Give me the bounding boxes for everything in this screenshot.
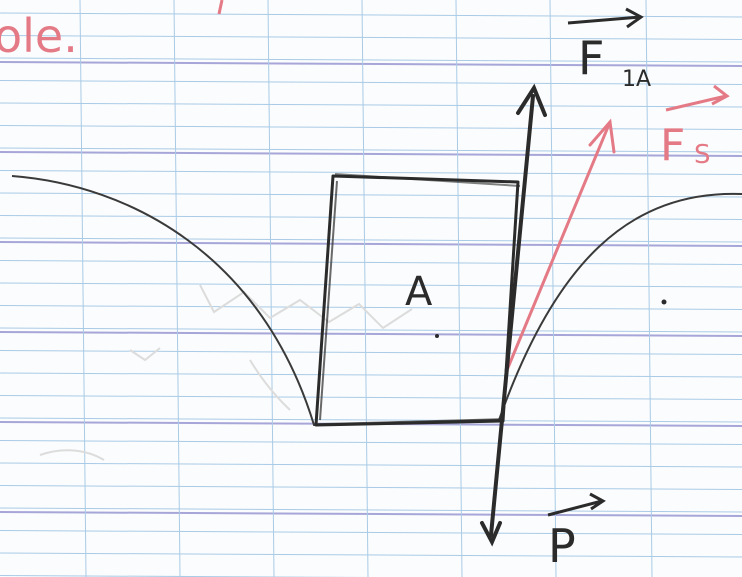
ruled-line <box>645 0 653 577</box>
force-f1a-arrow <box>489 83 547 537</box>
pencil-dot <box>661 299 667 305</box>
ruled-line <box>267 0 275 577</box>
force-fs-label: F S <box>660 84 730 171</box>
force-p-arrow <box>480 521 502 547</box>
ruled-line <box>0 305 742 310</box>
ruled-line <box>0 241 742 247</box>
ruled-line <box>549 0 557 577</box>
ruled-line <box>0 511 742 517</box>
ruled-line <box>79 0 87 577</box>
force-p-label: P <box>547 492 606 573</box>
ruled-line <box>0 372 742 378</box>
ruled-line <box>0 395 742 400</box>
ruled-line <box>0 147 742 153</box>
pencil-dot <box>435 334 439 338</box>
ruled-line <box>0 350 742 355</box>
ruled-line <box>0 331 742 337</box>
ruled-line <box>0 260 742 265</box>
fine-ruled-lines <box>0 12 742 577</box>
ruled-line <box>0 507 742 513</box>
ruled-line <box>0 80 742 85</box>
vertical-ruled-lines <box>79 0 653 577</box>
ruled-line <box>0 485 742 490</box>
ruled-line <box>0 417 742 423</box>
ruled-line <box>0 327 742 333</box>
ruled-line <box>361 0 369 577</box>
ruled-line <box>0 575 372 577</box>
ruled-line <box>0 440 742 445</box>
faint-show-through <box>39 284 413 461</box>
svg-text:F: F <box>660 120 685 171</box>
force-f1a-label: F 1A <box>567 7 651 92</box>
ruled-line <box>0 151 742 157</box>
top-left-handwriting: ole. <box>0 9 78 63</box>
ruled-line <box>0 462 742 468</box>
red-pen-stroke <box>217 0 224 15</box>
svg-text:S: S <box>694 140 711 170</box>
ruled-line <box>0 552 742 558</box>
ruled-line <box>0 170 742 175</box>
svg-text:P: P <box>548 519 576 573</box>
ruled-line <box>0 237 742 243</box>
ruled-line <box>0 530 742 535</box>
svg-text:F: F <box>578 31 604 85</box>
ruled-line <box>0 125 742 130</box>
ruled-line <box>0 192 742 198</box>
block-label: A <box>405 269 433 315</box>
ruled-line <box>0 282 742 288</box>
ruled-line <box>173 0 181 577</box>
ruled-line <box>0 12 742 18</box>
ruled-line <box>0 61 742 67</box>
major-ruled-lines <box>0 61 742 517</box>
svg-text:1A: 1A <box>622 67 651 92</box>
ruled-line <box>0 215 742 220</box>
force-fs-arrow <box>505 118 616 372</box>
ruled-line <box>0 35 742 40</box>
ruled-line <box>455 0 463 577</box>
ground-profile-curve <box>11 175 742 427</box>
ruled-line <box>0 102 742 108</box>
ruled-line <box>0 57 742 63</box>
